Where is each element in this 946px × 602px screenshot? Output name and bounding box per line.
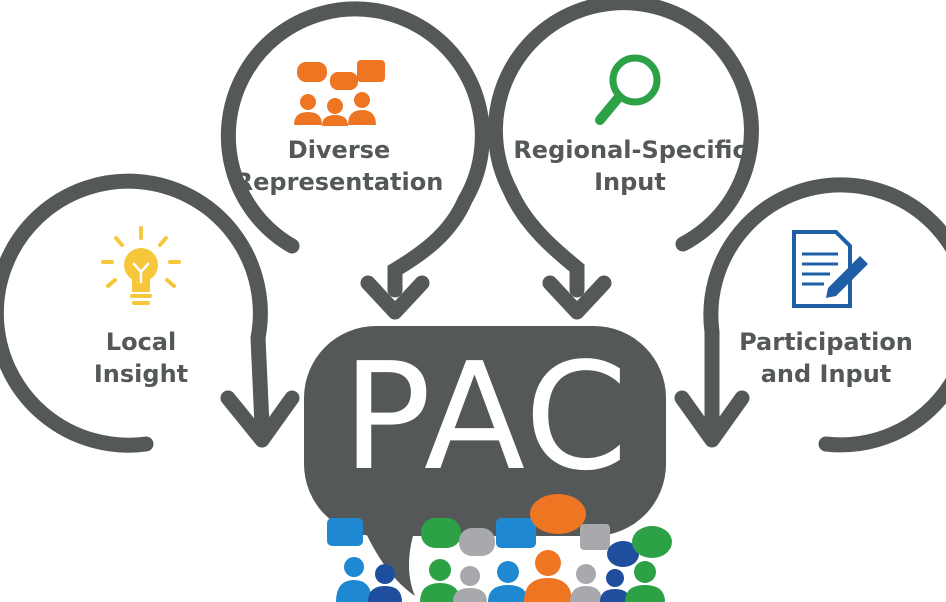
arrow-diverse-representation xyxy=(220,1,490,298)
arrow-local-insight xyxy=(0,173,270,453)
label-regional-specific-input-line1: Regional-Specific xyxy=(513,136,746,164)
arrowhead-regional-specific-input xyxy=(542,275,612,320)
label-diverse-representation-line2: Representation xyxy=(235,168,444,196)
people-speech-bubbles-icon xyxy=(294,60,385,126)
label-local-insight-line1: Local xyxy=(106,328,176,356)
lightbulb-icon xyxy=(101,226,181,305)
crowd-illustration xyxy=(327,494,672,602)
label-local-insight-line2: Insight xyxy=(94,360,188,388)
pac-label: PAC xyxy=(342,331,630,503)
document-pen-icon xyxy=(792,230,868,308)
arrow-participation-and-input xyxy=(703,177,946,453)
magnifying-glass-icon xyxy=(595,54,661,125)
pac-speech-bubble xyxy=(304,326,666,596)
arrow-regional-specific-input xyxy=(488,0,759,298)
arrowhead-participation-and-input xyxy=(674,390,750,448)
label-diverse-representation-line1: Diverse xyxy=(288,136,390,164)
arrowhead-local-insight xyxy=(220,390,300,448)
label-participation-and-input-line1: Participation xyxy=(739,328,913,356)
label-regional-specific-input-line2: Input xyxy=(594,168,666,196)
arrowhead-diverse-representation xyxy=(360,275,430,320)
label-participation-and-input-line2: and Input xyxy=(761,360,892,388)
